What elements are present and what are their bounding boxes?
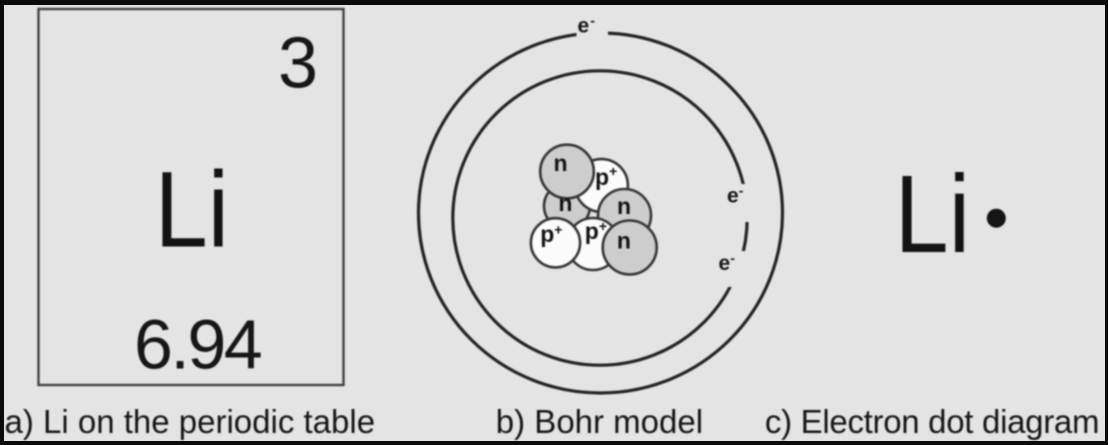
svg-text:c) Electron dot diagram: c) Electron dot diagram	[765, 403, 1099, 440]
svg-text:n: n	[553, 150, 567, 176]
svg-text:a) Li on the periodic table: a) Li on the periodic table	[5, 403, 376, 440]
svg-text:3: 3	[278, 24, 318, 104]
svg-text:n: n	[617, 193, 631, 219]
svg-text:Li: Li	[895, 154, 971, 277]
svg-text:n: n	[558, 190, 572, 216]
svg-text:Li: Li	[155, 149, 229, 270]
svg-text:n: n	[617, 228, 631, 254]
svg-text:6.94: 6.94	[134, 306, 261, 384]
svg-text:b) Bohr model: b) Bohr model	[496, 403, 703, 440]
